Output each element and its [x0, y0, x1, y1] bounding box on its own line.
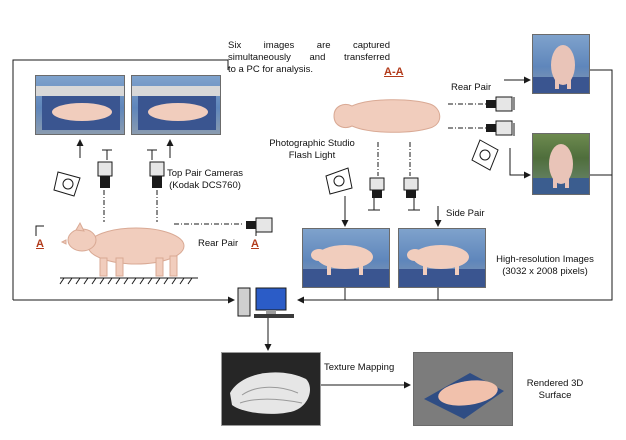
camera-icon — [403, 177, 419, 198]
flash-label-line-2: Flash Light — [288, 150, 336, 161]
rendered-label-line-1: Rendered 3D — [526, 378, 584, 389]
texture-mapping-mesh-image — [221, 352, 321, 426]
caption-line-3: to a PC for analysis. — [228, 64, 314, 75]
rendered-label-line-2: Surface — [538, 390, 572, 401]
pig-icon — [36, 86, 124, 130]
section-mark-left: A — [36, 238, 44, 250]
caption-line-1: Six images are captured — [228, 40, 390, 51]
side-pair-label: Side Pair — [446, 208, 485, 219]
flash-light-icon — [471, 139, 499, 171]
camera-icon — [97, 161, 113, 188]
pig-side-view-icon — [60, 221, 185, 277]
caption: Six images are captured simultaneously a… — [228, 40, 390, 76]
caption-line-2: simultaneously and transferred — [228, 52, 390, 63]
top-pair-label-line-1: Top Pair Cameras — [166, 168, 244, 179]
rendered-3d-surface-label: Rendered 3D Surface — [520, 378, 590, 402]
rendered-3d-surface-image — [413, 352, 513, 426]
camera-icon — [486, 96, 513, 112]
camera-icon — [486, 120, 513, 136]
camera-icon — [246, 217, 273, 233]
pig-top-view-icon — [333, 99, 441, 133]
camera-icon — [149, 161, 165, 188]
side-view-image-right — [398, 228, 486, 288]
rear-view-image-bottom — [532, 133, 590, 195]
rear-view-image-top — [532, 34, 590, 94]
flash-light-icon — [53, 171, 81, 197]
section-mark-right: A — [251, 238, 259, 250]
side-view-image-left — [302, 228, 390, 288]
pig-icon — [533, 144, 589, 194]
rear-pair-label-left: Rear Pair — [198, 238, 239, 249]
top-pair-cameras-label: Top Pair Cameras (Kodak DCS760) — [162, 168, 248, 192]
top-view-image-right — [131, 75, 221, 135]
pig-icon — [132, 86, 220, 130]
rear-pair-label-right: Rear Pair — [451, 82, 492, 93]
pig-icon — [399, 245, 485, 287]
pig-icon — [303, 245, 389, 287]
texture-mapping-label: Texture Mapping — [324, 362, 395, 373]
flash-light-icon — [325, 167, 353, 195]
top-pair-label-line-2: (Kodak DCS760) — [169, 180, 241, 191]
high-resolution-images-label: High-resolution Images (3032 x 2008 pixe… — [490, 254, 600, 278]
computer-icon — [237, 287, 294, 318]
top-view-image-left — [35, 75, 125, 135]
flash-label-line-1: Photographic Studio — [269, 138, 355, 149]
mesh-icon — [230, 372, 310, 414]
camera-icon — [369, 177, 385, 198]
section-mark-top-view: A-A — [384, 66, 404, 78]
pig-icon — [533, 45, 589, 93]
hires-label-line-1: High-resolution Images — [496, 254, 594, 265]
hires-label-line-2: (3032 x 2008 pixels) — [502, 266, 588, 277]
rendered-pig-icon — [424, 373, 504, 419]
flash-light-label: Photographic Studio Flash Light — [262, 138, 362, 162]
